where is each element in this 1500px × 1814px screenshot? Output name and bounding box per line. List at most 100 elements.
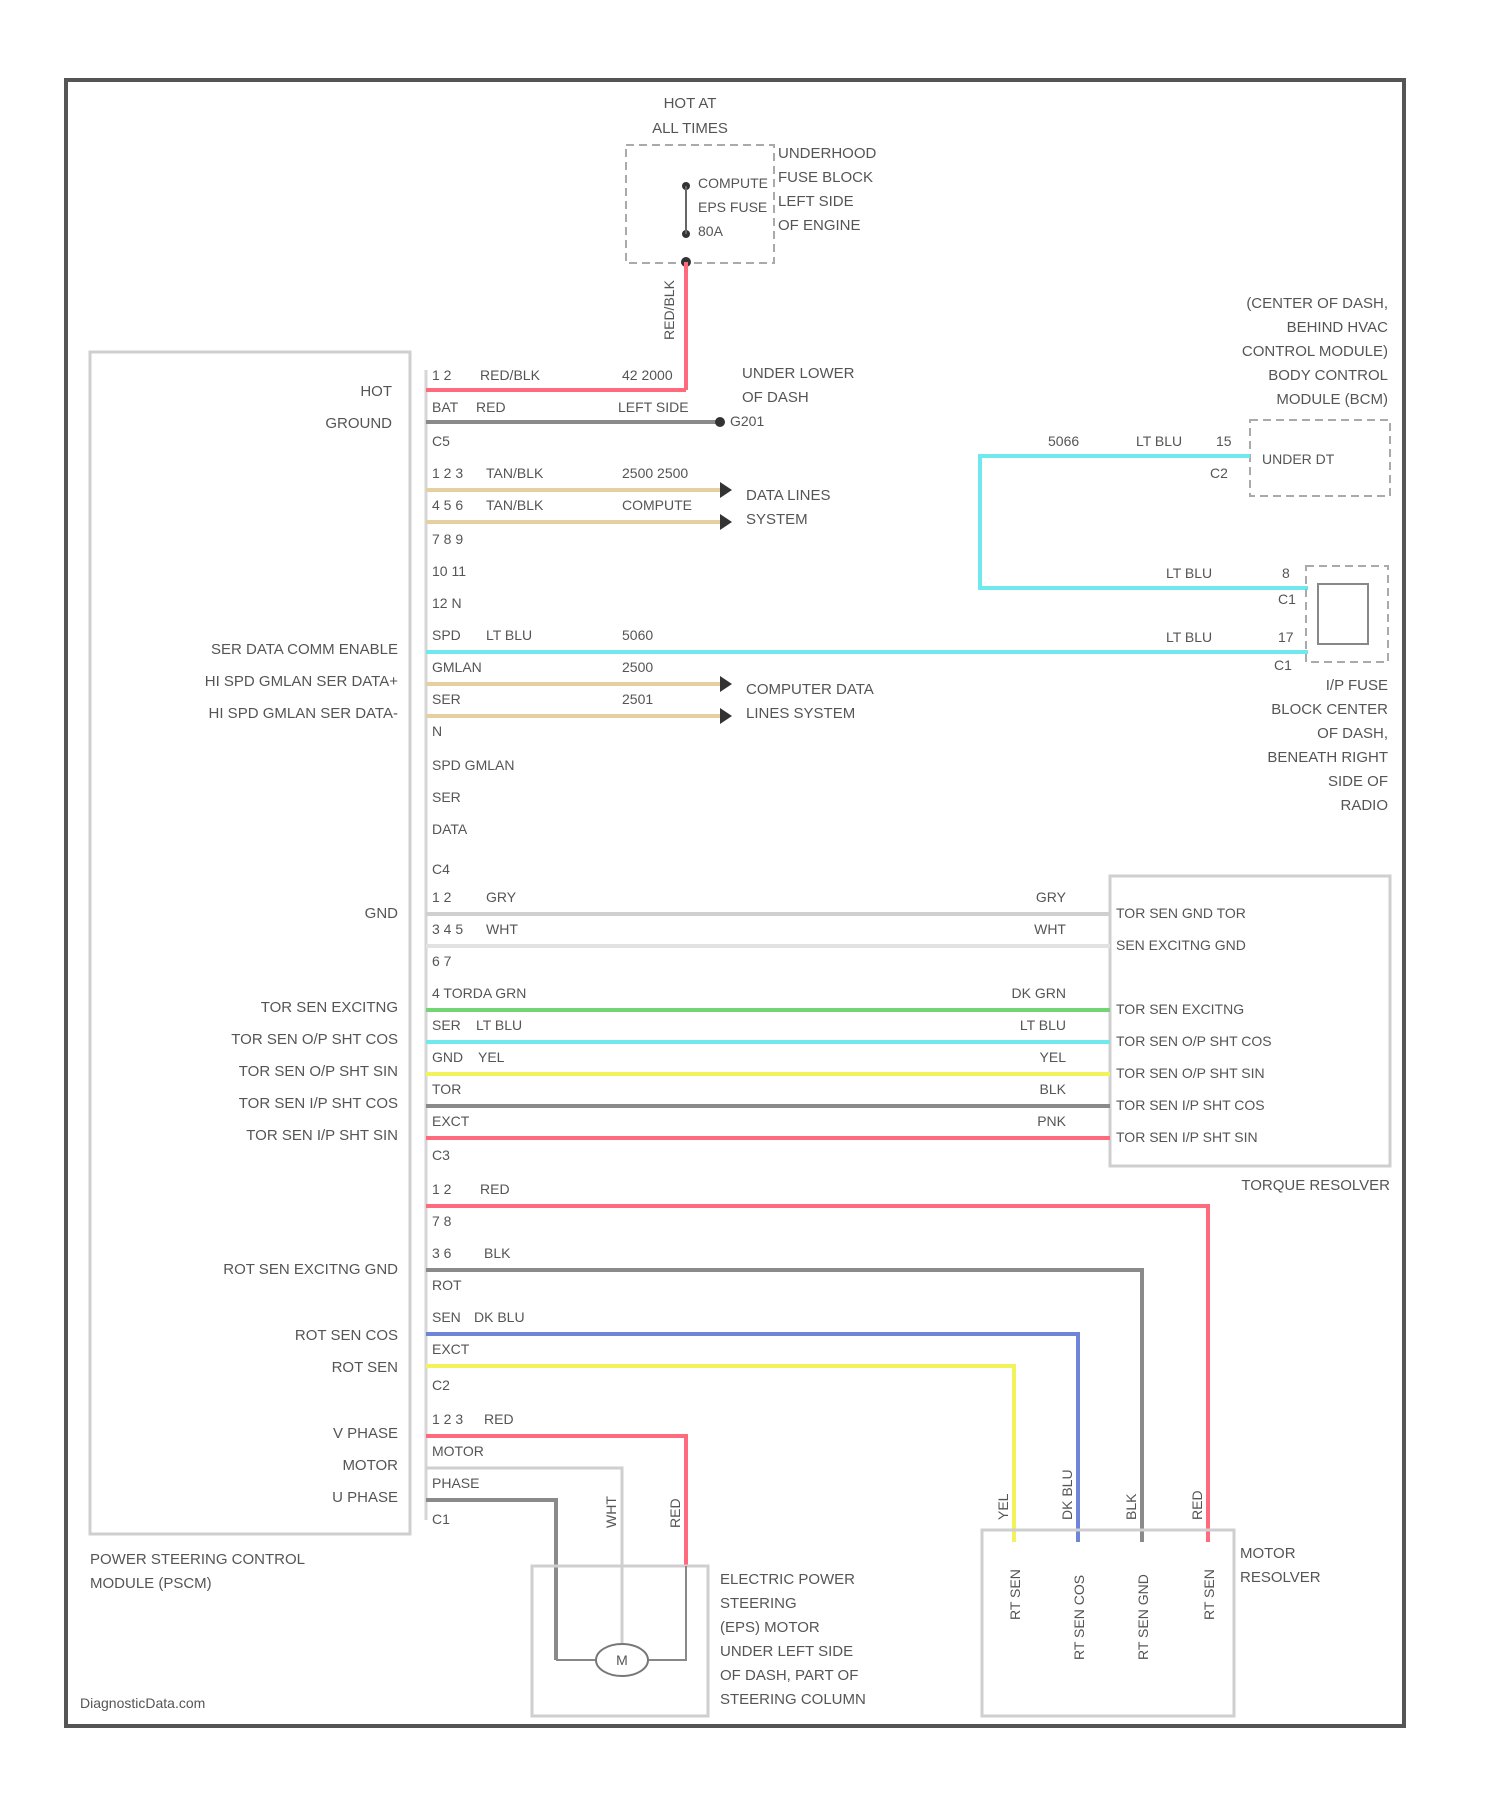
eps-motor-label-line2: STEERING bbox=[720, 1595, 797, 1612]
ip-fuse-label-line4: BENEATH RIGHT bbox=[1267, 749, 1388, 766]
eps-motor-box bbox=[532, 1566, 708, 1716]
wire-t2-color-right: LT BLU bbox=[1020, 1017, 1066, 1033]
ip-fuse-bot-color: LT BLU bbox=[1166, 629, 1212, 645]
fuse-block-label-line3: LEFT SIDE bbox=[778, 193, 854, 210]
pin-r4: ROT bbox=[432, 1277, 462, 1293]
pscm-pin-v-phase: V PHASE bbox=[333, 1425, 398, 1442]
pscm-pin-rot-sen: ROT SEN bbox=[332, 1359, 398, 1376]
bcm-label-line2: BEHIND HVAC bbox=[1287, 319, 1389, 336]
ground-loc-line1: UNDER LOWER bbox=[742, 365, 855, 382]
fuse-label-line3: 80A bbox=[698, 223, 724, 239]
pscm-pin-hot: HOT bbox=[360, 383, 392, 400]
fuse-label-line2: EPS FUSE bbox=[698, 199, 767, 215]
mr-wire-label-red: RED bbox=[1189, 1490, 1205, 1520]
hot-at-all-times-line1: HOT AT bbox=[664, 95, 717, 112]
wire-g2-color: WHT bbox=[486, 921, 518, 937]
connector-c3: C3 bbox=[432, 1147, 450, 1163]
bcm-label-line5: MODULE (BCM) bbox=[1276, 391, 1388, 408]
ip-fuse-label-line6: RADIO bbox=[1340, 797, 1388, 814]
wire-d2-mid: COMPUTE bbox=[622, 497, 692, 513]
wire-wht-eps-motor bbox=[426, 1468, 622, 1660]
eps-motor-symbol-label: M bbox=[616, 1652, 628, 1668]
eps-motor-label-line6: STEERING COLUMN bbox=[720, 1691, 866, 1708]
bcm-label-line3: CONTROL MODULE) bbox=[1242, 343, 1388, 360]
pin-g2: 3 4 5 bbox=[432, 921, 463, 937]
bcm-wire-color: LT BLU bbox=[1136, 433, 1182, 449]
mr-pin-1: RT SEN bbox=[1007, 1569, 1023, 1620]
pin-s2a: GMLAN bbox=[432, 659, 482, 675]
pscm-pin-tor-sen-ip-sin: TOR SEN I/P SHT SIN bbox=[246, 1127, 398, 1144]
ground-node bbox=[715, 417, 725, 427]
wire-s2-num: 2500 bbox=[622, 659, 653, 675]
motor-resolver-label-line2: RESOLVER bbox=[1240, 1569, 1321, 1586]
pin-spd-gmlan: SPD GMLAN bbox=[432, 757, 514, 773]
pin-d3: 7 8 9 bbox=[432, 531, 463, 547]
wire-s1-color: LT BLU bbox=[486, 627, 532, 643]
ip-fuse-label-line5: SIDE OF bbox=[1328, 773, 1388, 790]
pscm-pin-ser-data-comm-enable: SER DATA COMM ENABLE bbox=[211, 641, 398, 658]
pin-t1: 4 TORDA GRN bbox=[432, 985, 526, 1001]
mr-wire-label-yel: YEL bbox=[995, 1493, 1011, 1520]
pscm-pin-hs-gmlan-minus: HI SPD GMLAN SER DATA- bbox=[209, 705, 398, 722]
eps-motor-label-line3: (EPS) MOTOR bbox=[720, 1619, 820, 1636]
tr-pin-4: TOR SEN O/P SHT COS bbox=[1116, 1033, 1272, 1049]
pscm-pin-rot-sen-cos: ROT SEN COS bbox=[295, 1327, 398, 1344]
pscm-pin-tor-sen-ip-cos: TOR SEN I/P SHT COS bbox=[239, 1095, 398, 1112]
pscm-pin-motor: MOTOR bbox=[342, 1457, 398, 1474]
connector-c1: C1 bbox=[432, 1511, 450, 1527]
pscm-pin-tor-sen-excitng: TOR SEN EXCITNG bbox=[261, 999, 398, 1016]
eps-motor-label-line1: ELECTRIC POWER bbox=[720, 1571, 855, 1588]
pscm-label-line1: POWER STEERING CONTROL bbox=[90, 1551, 305, 1568]
computer-data-label-line1: COMPUTER DATA bbox=[746, 681, 874, 698]
bcm-inner-label: UNDER DT bbox=[1262, 451, 1335, 467]
pscm-pin-ground: GROUND bbox=[325, 415, 392, 432]
pin-g3: 6 7 bbox=[432, 953, 452, 969]
pin-s1: SPD bbox=[432, 627, 461, 643]
pin-n: N bbox=[432, 723, 442, 739]
wire-t1-color-right: DK GRN bbox=[1012, 985, 1066, 1001]
wire-t5-color-right: PNK bbox=[1037, 1113, 1066, 1129]
wire-r1-color: RED bbox=[480, 1181, 510, 1197]
wire-r3-color: BLK bbox=[484, 1245, 511, 1261]
pin-s3a: SER bbox=[432, 691, 461, 707]
wire-c5-1-color: RED/BLK bbox=[480, 367, 541, 383]
wire-s3-num: 2501 bbox=[622, 691, 653, 707]
pscm-pin-u-phase: U PHASE bbox=[332, 1489, 398, 1506]
mr-wire-label-dkblu: DK BLU bbox=[1059, 1469, 1075, 1520]
tr-pin-5: TOR SEN O/P SHT SIN bbox=[1116, 1065, 1265, 1081]
pin-m3: PHASE bbox=[432, 1475, 479, 1491]
pin-t3: GND bbox=[432, 1049, 463, 1065]
pscm-pin-gnd: GND bbox=[365, 905, 399, 922]
wire-yel-motor-resolver bbox=[426, 1366, 1014, 1542]
fuse-label-line1: COMPUTE bbox=[698, 175, 768, 191]
data-line-arrow-1 bbox=[720, 482, 732, 498]
wire-g1-color-right: GRY bbox=[1036, 889, 1067, 905]
bcm-pin: 15 bbox=[1216, 433, 1232, 449]
wire-lt-blu-bcm-loop bbox=[980, 456, 1308, 588]
ip-fuse-label-line3: OF DASH, bbox=[1317, 725, 1388, 742]
pin-t4: TOR bbox=[432, 1081, 461, 1097]
pscm-box bbox=[90, 352, 410, 1534]
wire-t2-color: LT BLU bbox=[476, 1017, 522, 1033]
gmlan-arrow-1 bbox=[720, 676, 732, 692]
motor-resolver-label-line1: MOTOR bbox=[1240, 1545, 1296, 1562]
bcm-label-line1: (CENTER OF DASH, bbox=[1246, 295, 1388, 312]
pin-r2: 7 8 bbox=[432, 1213, 452, 1229]
pscm-label-line2: MODULE (PSCM) bbox=[90, 1575, 212, 1592]
wire-g1-color: GRY bbox=[486, 889, 517, 905]
connector-c4: C4 bbox=[432, 861, 450, 877]
pin-ser: SER bbox=[432, 789, 461, 805]
hot-at-all-times-line2: ALL TIMES bbox=[652, 120, 728, 137]
fuse-block-label-line1: UNDERHOOD bbox=[778, 145, 877, 162]
bcm-label-line4: BODY CONTROL bbox=[1268, 367, 1388, 384]
data-line-arrow-2 bbox=[720, 514, 732, 530]
fuse-block-label-line4: OF ENGINE bbox=[778, 217, 861, 234]
ip-fuse-conn-bot: C1 bbox=[1274, 657, 1292, 673]
ip-fuse-label-line1: I/P FUSE bbox=[1326, 677, 1388, 694]
tr-pin-3: TOR SEN EXCITNG bbox=[1116, 1001, 1244, 1017]
computer-data-label-line2: LINES SYSTEM bbox=[746, 705, 855, 722]
pin-data: DATA bbox=[432, 821, 468, 837]
wire-d1-color: TAN/BLK bbox=[486, 465, 544, 481]
pin-m1: 1 2 3 bbox=[432, 1411, 463, 1427]
pin-d1: 1 2 3 bbox=[432, 465, 463, 481]
